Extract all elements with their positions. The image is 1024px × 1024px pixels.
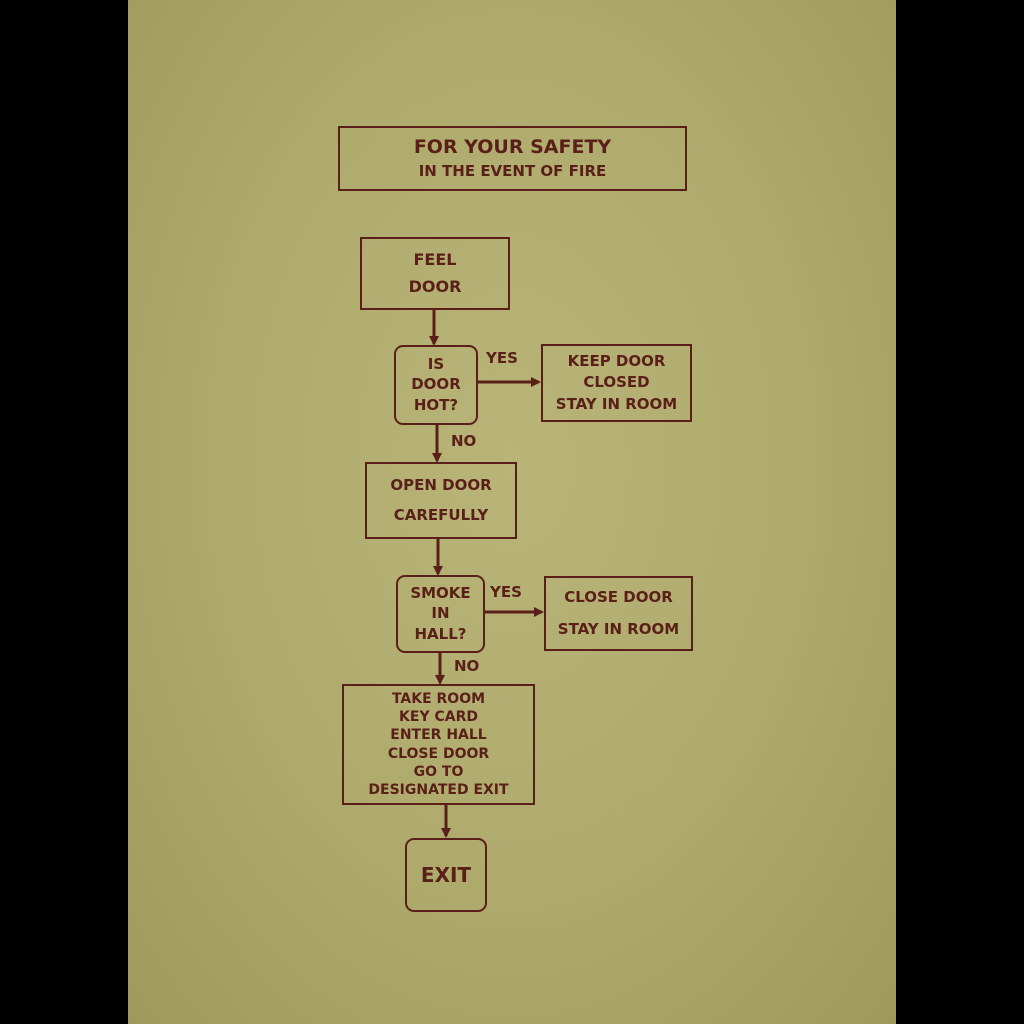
feel-door-box: FEEL DOOR <box>360 237 510 310</box>
is-door-hot-line-3: HOT? <box>413 395 459 414</box>
smoke-in-hall-decision: SMOKE IN HALL? <box>396 575 485 653</box>
is-door-hot-line-1: IS <box>427 355 445 374</box>
take-key-card-box: TAKE ROOM KEY CARD ENTER HALL CLOSE DOOR… <box>342 684 535 805</box>
smoke-in-hall-line-3: HALL? <box>414 624 467 643</box>
take-key-card-line-2: KEY CARD <box>399 709 478 726</box>
smoke-no-label: NO <box>454 657 480 675</box>
keep-door-closed-box: KEEP DOOR CLOSED STAY IN ROOM <box>541 344 692 422</box>
close-door-stay-line-1: CLOSE DOOR <box>564 588 673 607</box>
smoke-yes-label: YES <box>490 583 522 601</box>
exit-box: EXIT <box>405 838 487 912</box>
keep-door-closed-line-3: STAY IN ROOM <box>555 394 678 413</box>
keep-door-closed-line-2: CLOSED <box>583 373 650 392</box>
smoke-in-hall-line-2: IN <box>431 604 450 623</box>
smoke-in-hall-line-1: SMOKE <box>410 584 471 603</box>
feel-door-line-2: DOOR <box>408 276 462 296</box>
hot-yes-label: YES <box>486 349 518 367</box>
is-door-hot-line-2: DOOR <box>411 375 461 394</box>
take-key-card-line-4: CLOSE DOOR <box>387 745 490 762</box>
title-line-1: FOR YOUR SAFETY <box>413 135 612 158</box>
take-key-card-line-1: TAKE ROOM <box>391 690 486 707</box>
take-key-card-line-5: GO TO <box>413 763 464 780</box>
feel-door-line-1: FEEL <box>413 250 457 270</box>
flow-arrows <box>429 310 544 838</box>
take-key-card-line-6: DESIGNATED EXIT <box>368 781 509 798</box>
exit-label: EXIT <box>420 862 472 887</box>
is-door-hot-decision: IS DOOR HOT? <box>394 345 478 425</box>
hot-no-label: NO <box>451 432 477 450</box>
close-door-stay-box: CLOSE DOOR STAY IN ROOM <box>544 576 693 651</box>
take-key-card-line-3: ENTER HALL <box>390 727 487 744</box>
fire-safety-sign: FOR YOUR SAFETY IN THE EVENT OF FIRE FEE… <box>128 0 896 1024</box>
close-door-stay-line-2: STAY IN ROOM <box>557 619 680 638</box>
title-box: FOR YOUR SAFETY IN THE EVENT OF FIRE <box>338 126 687 191</box>
open-door-line-1: OPEN DOOR <box>390 476 492 495</box>
open-door-line-2: CAREFULLY <box>393 505 489 524</box>
title-line-2: IN THE EVENT OF FIRE <box>418 161 607 180</box>
open-door-box: OPEN DOOR CAREFULLY <box>365 462 517 539</box>
keep-door-closed-line-1: KEEP DOOR <box>567 352 666 371</box>
